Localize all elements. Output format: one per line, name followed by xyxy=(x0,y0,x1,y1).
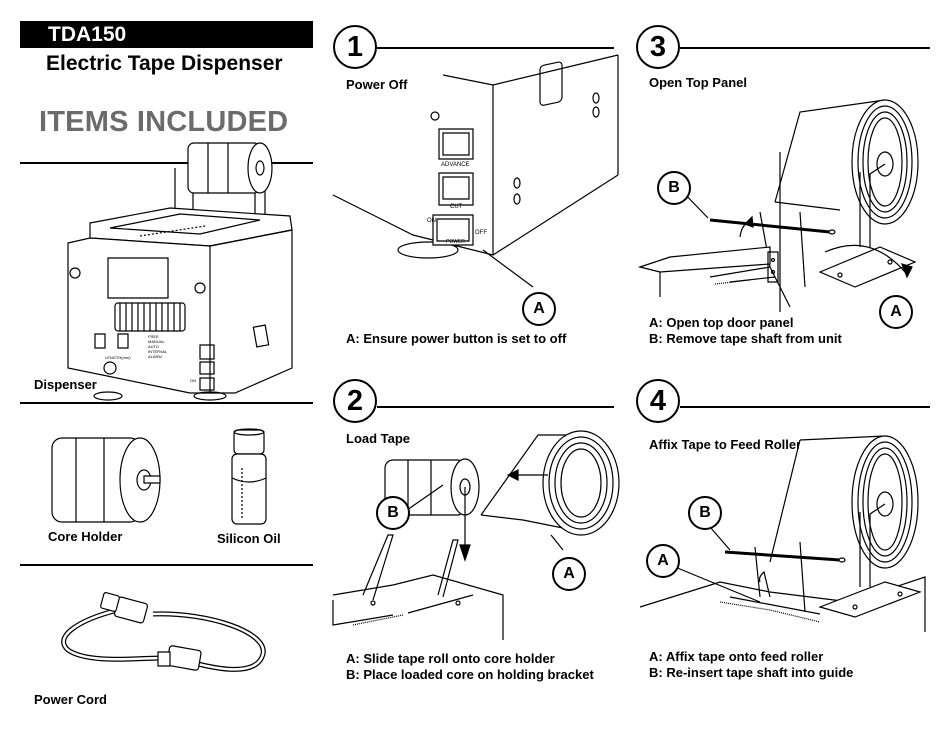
power-cord-illustration xyxy=(58,592,268,692)
step-4-callout-b: B xyxy=(688,496,722,530)
model-name: TDA150 xyxy=(48,23,127,46)
step-3-illustration xyxy=(640,92,930,322)
items-included-heading: ITEMS INCLUDED xyxy=(39,106,289,138)
step-2-number: 2 xyxy=(333,379,377,423)
step-1-callout-a: A xyxy=(522,292,556,326)
step-2-instruction-b: B: Place loaded core on holding bracket xyxy=(346,667,594,682)
step-4-number: 4 xyxy=(636,379,680,423)
length-knob-label: LENGTH(mm) xyxy=(105,355,131,360)
switch-label-free: FREE xyxy=(148,334,159,339)
switch-label-auto: AUTO xyxy=(148,344,160,349)
step-3-rule xyxy=(680,47,930,49)
step-2-callout-b: B xyxy=(376,496,410,530)
step-2-instruction-a: A: Slide tape roll onto core holder xyxy=(346,651,555,666)
step-1-instruction-a: A: Ensure power button is set to off xyxy=(346,331,567,346)
step-3-instructions: A: Open top door panel B: Remove tape sh… xyxy=(649,315,842,347)
step-2-rule xyxy=(377,406,614,408)
step-3-callout-b: B xyxy=(657,171,691,205)
step-4-title: Affix Tape to Feed Roller xyxy=(649,437,799,452)
step-3-instruction-a: A: Open top door panel xyxy=(649,315,794,330)
switch-label-interval: INTERVAL xyxy=(148,349,168,354)
step-2-title: Load Tape xyxy=(346,431,411,446)
model-banner: TDA150 xyxy=(20,21,313,48)
step-1-rule xyxy=(377,47,614,49)
step-3-title: Open Top Panel xyxy=(649,75,747,90)
step-2-callout-a: A xyxy=(552,557,586,591)
step-4-callout-a: A xyxy=(646,544,680,578)
step-1-switch-cut: CUT xyxy=(450,204,463,210)
step-1-switch-power: POWER xyxy=(446,239,465,245)
step-4-instruction-a: A: Affix tape onto feed roller xyxy=(649,649,824,664)
dispenser-label: Dispenser xyxy=(34,377,97,392)
dispenser-illustration xyxy=(60,138,300,398)
power-cord-label: Power Cord xyxy=(34,692,107,707)
silicon-oil-label: Silicon Oil xyxy=(217,531,281,546)
step-4-instructions: A: Affix tape onto feed roller B: Re-ins… xyxy=(649,649,853,681)
divider xyxy=(20,402,313,404)
step-4-illustration xyxy=(640,432,930,632)
step-3-number: 3 xyxy=(636,25,680,69)
step-1-off-label: OFF xyxy=(475,230,487,236)
silicon-oil-illustration xyxy=(230,428,270,528)
divider xyxy=(20,162,313,164)
step-1-illustration xyxy=(333,55,618,295)
product-title: Electric Tape Dispenser xyxy=(46,52,283,75)
step-1-switch-advance: ADVANCE xyxy=(441,162,470,168)
step-1-on-label: ON xyxy=(427,218,436,224)
step-2-instructions: A: Slide tape roll onto core holder B: P… xyxy=(346,651,594,683)
step-1-title: Power Off xyxy=(346,77,408,92)
step-4-instruction-b: B: Re-insert tape shaft into guide xyxy=(649,665,854,680)
core-holder-label: Core Holder xyxy=(48,529,123,544)
dispenser-switch-list: FREE MANUAL AUTO INTERVAL ALARM xyxy=(148,334,167,359)
divider xyxy=(20,564,313,566)
switch-label-alarm: ALARM xyxy=(148,354,162,359)
step-3-callout-a: A xyxy=(879,295,913,329)
step-3-instruction-b: B: Remove tape shaft from unit xyxy=(649,331,842,346)
core-holder-illustration xyxy=(52,436,167,526)
switch-label-manual: MANUAL xyxy=(148,339,165,344)
step-4-rule xyxy=(680,406,930,408)
step-1-number: 1 xyxy=(333,25,377,69)
dispenser-on-label: ON xyxy=(190,378,196,383)
step-2-illustration xyxy=(333,425,618,640)
